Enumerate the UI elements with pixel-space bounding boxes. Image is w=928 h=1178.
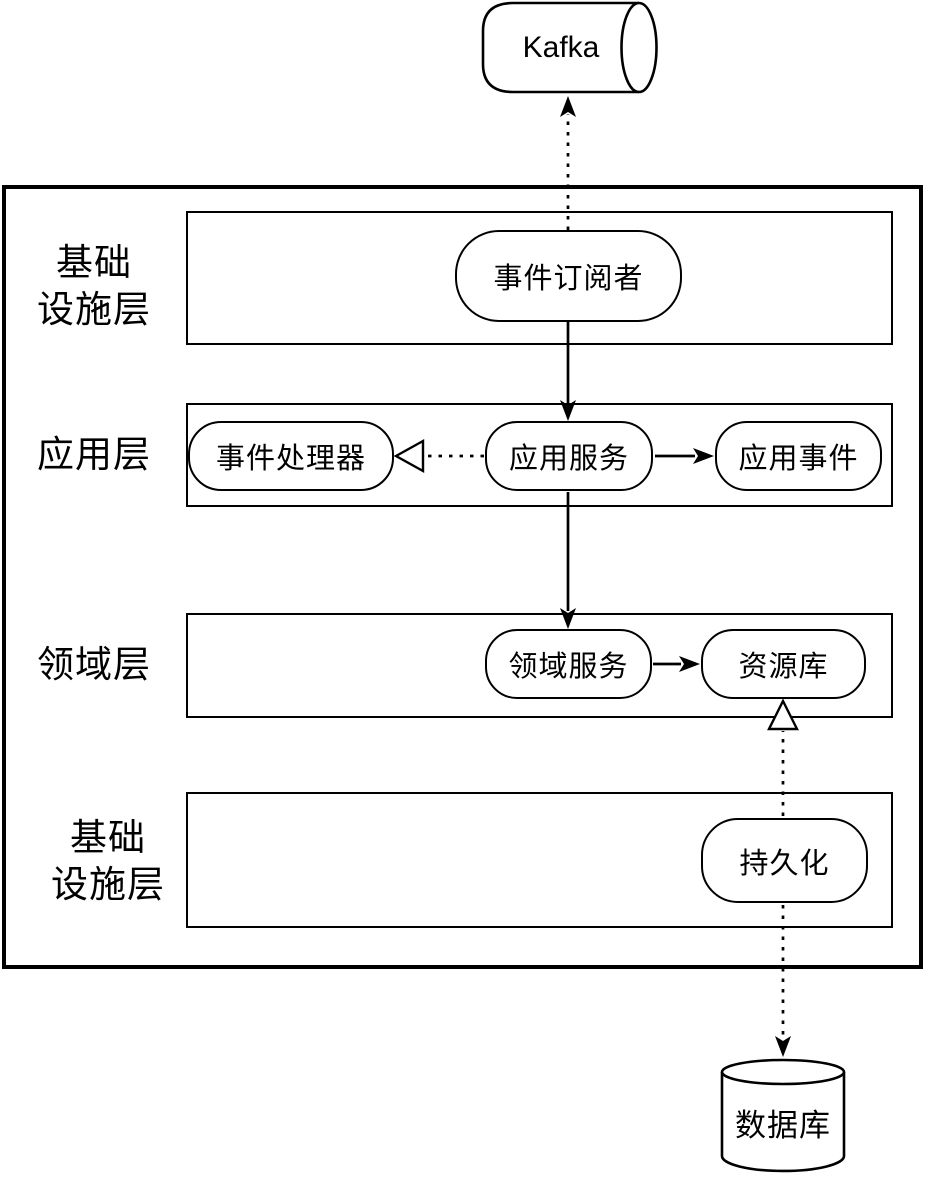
node-event-processor: 事件处理器 bbox=[188, 421, 394, 491]
node-domain-service-label: 领域服务 bbox=[508, 651, 629, 683]
kafka-label-text: Kafka bbox=[522, 30, 600, 64]
node-event-processor-label: 事件处理器 bbox=[215, 443, 366, 475]
layer-label-application: 应用层 bbox=[37, 434, 151, 475]
node-domain-service: 领域服务 bbox=[485, 629, 652, 699]
node-persistence-label: 持久化 bbox=[739, 847, 830, 880]
database-cylinder-label: 数据库 bbox=[723, 1082, 843, 1162]
layer-box-application bbox=[186, 403, 893, 507]
layer-box-infrastructure-top bbox=[186, 211, 893, 345]
kafka-cylinder-label: Kafka bbox=[483, 3, 639, 92]
node-app-event-label: 应用事件 bbox=[738, 443, 859, 475]
node-app-service: 应用服务 bbox=[485, 421, 653, 491]
node-persistence: 持久化 bbox=[701, 818, 868, 903]
node-app-service-label: 应用服务 bbox=[508, 443, 629, 475]
layer-label-infrastructure-bottom: 基础 设施层 bbox=[51, 817, 165, 905]
outer-container-box bbox=[2, 185, 923, 969]
node-event-subscriber-label: 事件订阅者 bbox=[493, 263, 644, 295]
layer-box-domain bbox=[186, 613, 893, 718]
node-repository: 资源库 bbox=[701, 629, 866, 699]
database-label-text: 数据库 bbox=[735, 1107, 831, 1143]
node-repository-label: 资源库 bbox=[738, 651, 829, 683]
layer-label-domain: 领域层 bbox=[37, 644, 151, 685]
layer-box-infrastructure-bottom bbox=[186, 792, 893, 928]
layer-label-infrastructure-top: 基础 设施层 bbox=[37, 242, 151, 330]
node-event-subscriber: 事件订阅者 bbox=[455, 230, 682, 322]
node-app-event: 应用事件 bbox=[715, 421, 882, 491]
